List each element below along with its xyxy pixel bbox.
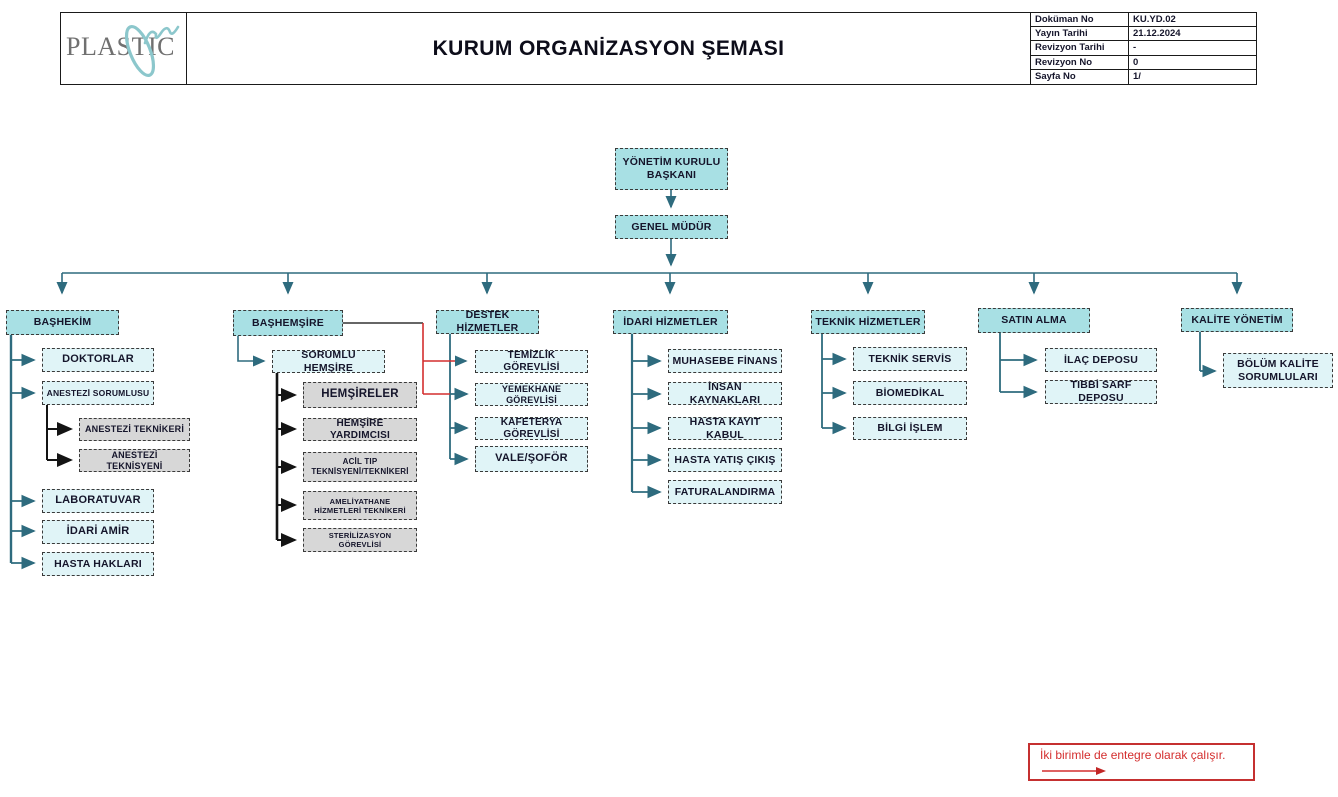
- revision-date-value: -: [1128, 41, 1256, 56]
- org-node-insan-kaynaklari: İNSAN KAYNAKLARI: [668, 381, 782, 406]
- org-node-destek: DESTEK HİZMETLER: [436, 309, 539, 334]
- destek-connectors: [449, 334, 469, 466]
- revision-no-value: 0: [1128, 55, 1256, 70]
- anestezi-sub-connectors: [46, 405, 73, 467]
- org-node-hasta-kayit: HASTA KAYIT KABUL: [668, 416, 782, 441]
- org-node-satin: SATIN ALMA: [978, 308, 1090, 333]
- satin-alma-connectors: [999, 333, 1038, 399]
- idari-connectors: [630, 334, 662, 499]
- org-node-doktorlar: DOKTORLAR: [42, 348, 154, 372]
- org-node-vale: VALE/ŞOFÖR: [475, 446, 588, 472]
- org-node-gm: GENEL MÜDÜR: [615, 215, 728, 239]
- main-flow-connectors: [56, 190, 1243, 295]
- org-node-sterilizasyon: STERİLİZASYON GÖREVLİSİ: [303, 528, 417, 552]
- org-node-anestezi-teknisyen: ANESTEZİ TEKNİSYENİ: [79, 449, 190, 472]
- org-node-teknik: TEKNİK HİZMETLER: [811, 310, 925, 334]
- bashekim-connectors: [9, 334, 36, 570]
- org-node-yemekhane: YEMEKHANE GÖREVLİSİ: [475, 383, 588, 406]
- bashemsire-connectors: [237, 336, 297, 547]
- org-node-faturalandirma: FATURALANDIRMA: [668, 480, 782, 504]
- logo-era-script: [124, 25, 180, 77]
- org-node-ameliyathane: AMELİYATHANE HİZMETLERİ TEKNİKERİ: [303, 491, 417, 520]
- doc-no-label: Doküman No: [1031, 13, 1128, 28]
- org-node-teknik-servis: TEKNİK SERVİS: [853, 347, 967, 371]
- org-node-laboratuvar: LABORATUVAR: [42, 489, 154, 513]
- kalite-connectors: [1199, 332, 1217, 378]
- integration-legend: İki birimle de entegre olarak çalışır.: [1028, 743, 1255, 781]
- legend-red-arrow: [1042, 767, 1106, 775]
- org-node-ilac-deposu: İLAÇ DEPOSU: [1045, 348, 1157, 372]
- legend-text: İki birimle de entegre olarak çalışır.: [1040, 748, 1226, 762]
- org-node-idari-amir: İDARİ AMİR: [42, 520, 154, 544]
- org-node-hasta-yatis: HASTA YATIŞ ÇIKIŞ: [668, 448, 782, 472]
- org-node-sorumlu-hemsire: SORUMLU HEMŞİRE: [272, 349, 385, 374]
- page-title: KURUM ORGANİZASYON ŞEMASI: [432, 36, 785, 60]
- revision-date-label: Revizyon Tarihi: [1031, 41, 1128, 56]
- org-node-ykb: YÖNETİM KURULU BAŞKANI: [615, 148, 728, 190]
- teknik-connectors: [821, 334, 847, 435]
- org-node-bilgi-islem: BİLGİ İŞLEM: [853, 417, 967, 440]
- org-node-anestezi-sorumlusu: ANESTEZİ SORUMLUSU: [42, 381, 154, 405]
- issue-date-value: 21.12.2024: [1128, 27, 1256, 42]
- org-node-kafeterya: KAFETERYA GÖREVLİSİ: [475, 417, 588, 440]
- revision-no-label: Revizyon No: [1031, 56, 1128, 70]
- title-cell: KURUM ORGANİZASYON ŞEMASI: [187, 13, 1030, 84]
- org-node-acil-tip: ACİL TIP TEKNİSYENİ/TEKNİKERİ: [303, 452, 417, 482]
- plastic-era-logo-graphic: PLASTIC: [66, 25, 180, 77]
- issue-date-label: Yayın Tarihi: [1031, 27, 1128, 42]
- page-no-value: 1/: [1128, 69, 1256, 84]
- doc-no-value: KU.YD.02: [1128, 13, 1256, 28]
- org-node-bashekim: BAŞHEKİM: [6, 310, 119, 335]
- org-node-bolum-kalite: BÖLÜM KALİTE SORUMLULARI: [1223, 353, 1333, 388]
- org-node-kalite: KALİTE YÖNETİM: [1181, 308, 1293, 332]
- org-node-idari: İDARİ HİZMETLER: [613, 310, 728, 334]
- red-integration-connectors: [343, 322, 468, 395]
- org-node-hemsire-yardimcisi: HEMŞİRE YARDIMCISI: [303, 418, 417, 441]
- document-header: PLASTIC KURUM ORGANİZASYON ŞEMASI Doküma…: [60, 12, 1257, 85]
- page-no-label: Sayfa No: [1035, 71, 1076, 83]
- org-node-hasta-haklari: HASTA HAKLARI: [42, 552, 154, 576]
- org-node-tibbi-sarf: TIBBİ SARF DEPOSU: [1045, 379, 1157, 404]
- org-node-biomedikal: BİOMEDİKAL: [853, 381, 967, 405]
- document-info-table: Doküman No KU.YD.02 Yayın Tarihi 21.12.2…: [1030, 13, 1256, 84]
- org-node-hemsireler: HEMŞİRELER: [303, 382, 417, 408]
- org-node-muhasebe: MUHASEBE FİNANS: [668, 349, 782, 373]
- company-logo: PLASTIC: [61, 13, 187, 84]
- org-node-temizlik: TEMİZLİK GÖREVLİSİ: [475, 350, 588, 373]
- org-node-anestezi-tekniker: ANESTEZİ TEKNİKERİ: [79, 418, 190, 441]
- org-node-bashemsire: BAŞHEMŞİRE: [233, 310, 343, 336]
